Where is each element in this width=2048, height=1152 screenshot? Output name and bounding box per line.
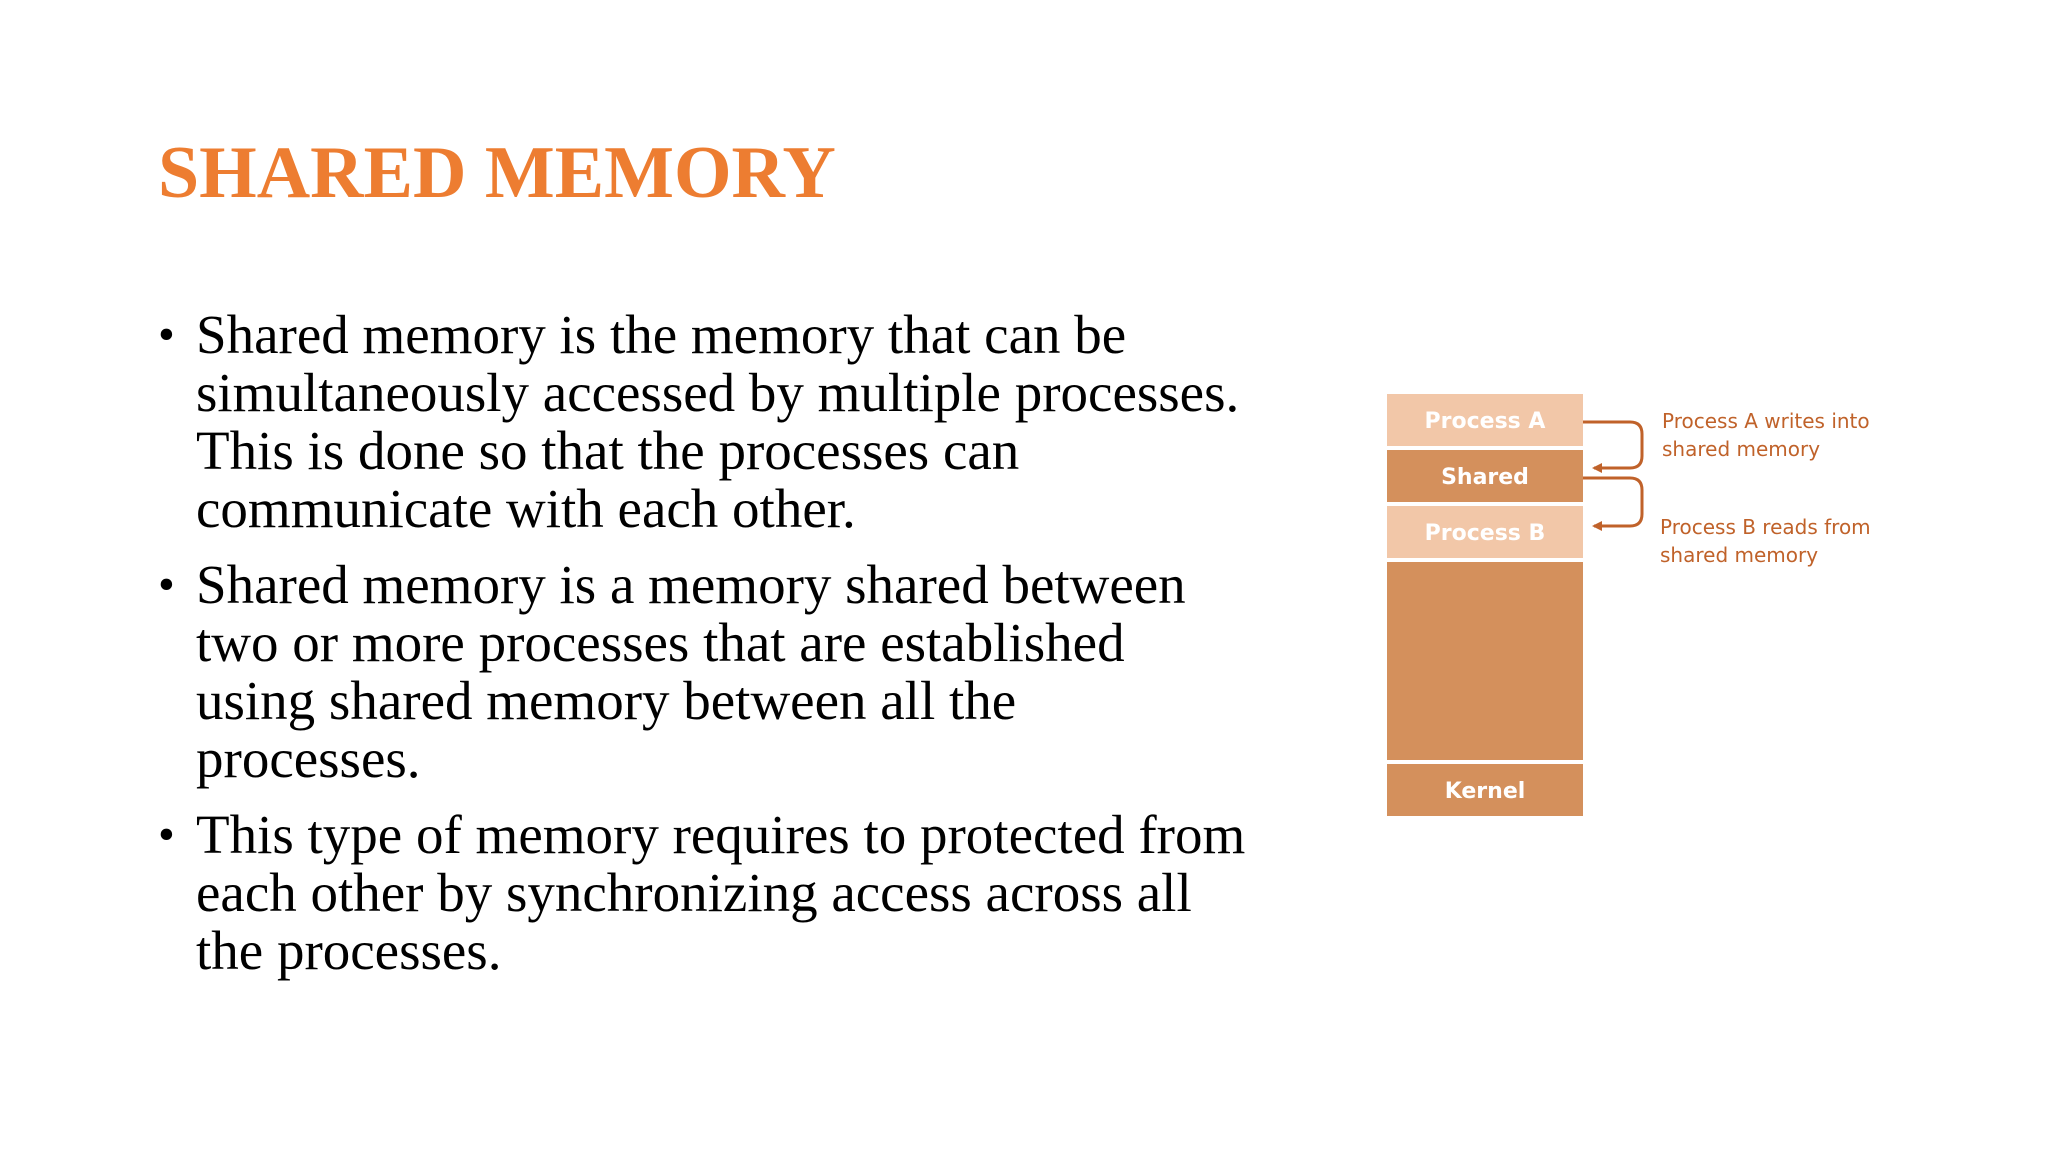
bullet-item: • Shared memory is the memory that can b…: [158, 306, 1358, 538]
slide-title: SHARED MEMORY: [158, 132, 836, 214]
diagram-svg: Process A Shared Process B Kernel Proces…: [1387, 394, 1871, 816]
bullet-list: • Shared memory is the memory that can b…: [158, 306, 1358, 998]
bullet-line: This is done so that the processes can: [196, 420, 1020, 481]
write-note-line: shared memory: [1662, 437, 1820, 461]
process-b-label: Process B: [1425, 521, 1546, 546]
bullet-line: using shared memory between all the: [196, 670, 1017, 731]
process-b-segment: [1387, 506, 1583, 558]
bullet-line: Shared memory is the memory that can be: [196, 304, 1127, 365]
kernel-label: Kernel: [1445, 779, 1526, 804]
bullet-line: This type of memory requires to protecte…: [196, 804, 1246, 865]
process-a-segment: [1387, 394, 1583, 446]
kernel-segment: [1387, 764, 1583, 816]
bullet-line: Shared memory is a memory shared between: [196, 554, 1186, 615]
process-a-label: Process A: [1425, 409, 1546, 434]
bullet-line: two or more processes that are establish…: [196, 612, 1125, 673]
shared-memory-diagram: Process A Shared Process B Kernel Proces…: [1380, 390, 1920, 830]
bullet-line: communicate with each other.: [196, 478, 856, 539]
write-arrow: [1583, 420, 1644, 473]
read-note-line: shared memory: [1660, 543, 1818, 567]
bullet-dot: •: [158, 808, 175, 861]
bullet-line: processes.: [196, 728, 421, 789]
bullet-line: simultaneously accessed by multiple proc…: [196, 362, 1240, 423]
bullet-item: • This type of memory requires to protec…: [158, 806, 1358, 980]
bullet-item: • Shared memory is a memory shared betwe…: [158, 556, 1358, 788]
read-note-line: Process B reads from: [1660, 515, 1871, 539]
write-note-line: Process A writes into: [1662, 409, 1870, 433]
read-arrow: [1583, 476, 1644, 531]
shared-segment: [1387, 450, 1583, 502]
bullet-dot: •: [158, 308, 175, 361]
shared-label: Shared: [1441, 465, 1529, 490]
bullet-dot: •: [158, 558, 175, 611]
bullet-line: the processes.: [196, 920, 502, 981]
bullet-line: each other by synchronizing access acros…: [196, 862, 1192, 923]
free-segment: [1387, 562, 1583, 760]
